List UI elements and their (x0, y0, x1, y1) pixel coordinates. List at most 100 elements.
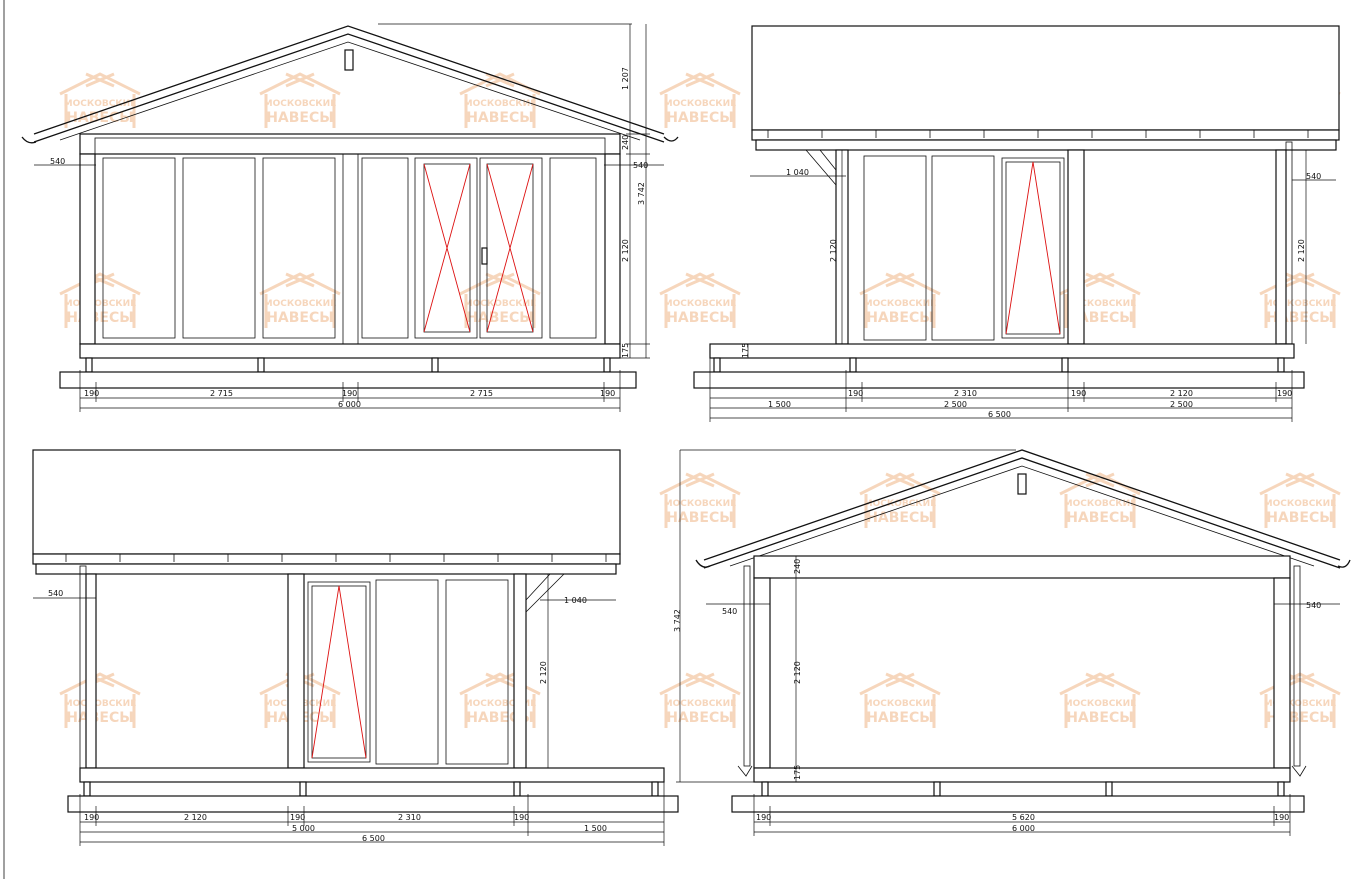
gutter-right (1337, 559, 1351, 568)
watermark-line2: НАВЕСЫ (866, 710, 934, 726)
dim-label: 3 742 (637, 182, 646, 205)
door-leaf (479, 157, 543, 339)
dim-label: 190 (290, 813, 305, 822)
window-panel (262, 157, 336, 339)
dim-label: 540 (633, 161, 648, 170)
watermark-line1: МОСКОВСКИЕ (664, 499, 737, 509)
dim-label: 2 120 (793, 661, 802, 684)
watermark-line1: МОСКОВСКИЕ (664, 299, 737, 309)
dim-label: 240 (621, 135, 630, 150)
floor-plinth (79, 343, 621, 359)
watermark-line1: МОСКОВСКИЕ (1264, 499, 1337, 509)
side-right-elevation: 190 2 310 190 2 120 190 1 500 2 500 2 50… (693, 25, 1340, 422)
floor-plinth (709, 343, 1295, 359)
dim-label: 190 (514, 813, 529, 822)
foundation (59, 371, 637, 389)
column-left (753, 577, 771, 769)
roof-outline (703, 449, 1341, 561)
watermark-line2: НАВЕСЫ (266, 310, 334, 326)
roof-panel (32, 449, 621, 555)
column-right (1273, 577, 1291, 769)
dim-label: 2 120 (829, 239, 838, 262)
watermark-line1: МОСКОВСКИЕ (264, 299, 337, 309)
gutter-left (21, 136, 37, 144)
column-left (85, 573, 97, 769)
dim-label: 190 (84, 389, 99, 398)
watermark-line1: МОСКОВСКИЕ (64, 99, 137, 109)
column-left (79, 153, 96, 345)
front-elevation: 190 2 715 190 2 715 190 6 000 540 540 1 … (21, 23, 679, 412)
dim-label: 6 500 (988, 410, 1011, 419)
watermark-line1: МОСКОВСКИЕ (1064, 499, 1137, 509)
watermark-line2: НАВЕСЫ (1066, 710, 1134, 726)
side-left-elevation: 190 2 120 190 2 310 190 5 000 1 500 6 50… (32, 449, 679, 846)
dim-label: 190 (342, 389, 357, 398)
dim-label: 540 (50, 157, 65, 166)
back-elevation: 190 5 620 190 6 000 540 540 3 742 240 2 … (673, 449, 1351, 836)
dim-label: 3 742 (673, 609, 682, 632)
watermark-line1: МОСКОВСКИЕ (464, 299, 537, 309)
watermark-line1: МОСКОВСКИЕ (864, 299, 937, 309)
watermark-line2: НАВЕСЫ (466, 110, 534, 126)
column-right (604, 153, 621, 345)
dim-label: 175 (621, 343, 630, 358)
dim-label: 5 000 (292, 824, 315, 833)
dim-label: 1 207 (621, 67, 630, 90)
watermark-line1: МОСКОВСКИЕ (664, 699, 737, 709)
dim-label: 2 120 (184, 813, 207, 822)
dim-label: 175 (793, 765, 802, 780)
watermark-line2: НАВЕСЫ (666, 110, 734, 126)
downpipe (1293, 565, 1301, 767)
watermark-line1: МОСКОВСКИЕ (1064, 299, 1137, 309)
floor-plinth (79, 767, 665, 783)
watermark-line1: МОСКОВСКИЕ (1264, 299, 1337, 309)
dim-label: 2 500 (944, 400, 967, 409)
roof-outline (33, 25, 665, 135)
dim-label: 1 500 (584, 824, 607, 833)
watermark-line1: МОСКОВСКИЕ (64, 699, 137, 709)
gutter-right (663, 136, 679, 142)
beam (753, 555, 1291, 579)
dim-label: 2 120 (539, 661, 548, 684)
watermark-line2: НАВЕСЫ (1266, 510, 1334, 526)
dim-label: 190 (1277, 389, 1292, 398)
ridge-post (344, 49, 354, 71)
floor-plinth (753, 767, 1291, 783)
column-mid (1067, 149, 1085, 345)
foundation (693, 371, 1305, 389)
window-panel (863, 155, 927, 341)
window-panel (375, 579, 439, 765)
watermark-line2: НАВЕСЫ (666, 310, 734, 326)
window-panel (182, 157, 256, 339)
dim-label: 6 500 (362, 834, 385, 843)
dim-label: 2 500 (1170, 400, 1193, 409)
beam (79, 133, 621, 155)
watermark-line2: НАВЕСЫ (666, 510, 734, 526)
window-tilt (307, 581, 371, 763)
bracket (525, 573, 565, 613)
dim-label: 5 620 (1012, 813, 1035, 822)
dim-label: 190 (756, 813, 771, 822)
foundation (731, 795, 1305, 813)
door-handle (481, 247, 488, 265)
downpipe (79, 565, 87, 773)
dim-label: 2 715 (470, 389, 493, 398)
column-right (1275, 149, 1287, 345)
dim-label: 2 120 (1170, 389, 1193, 398)
